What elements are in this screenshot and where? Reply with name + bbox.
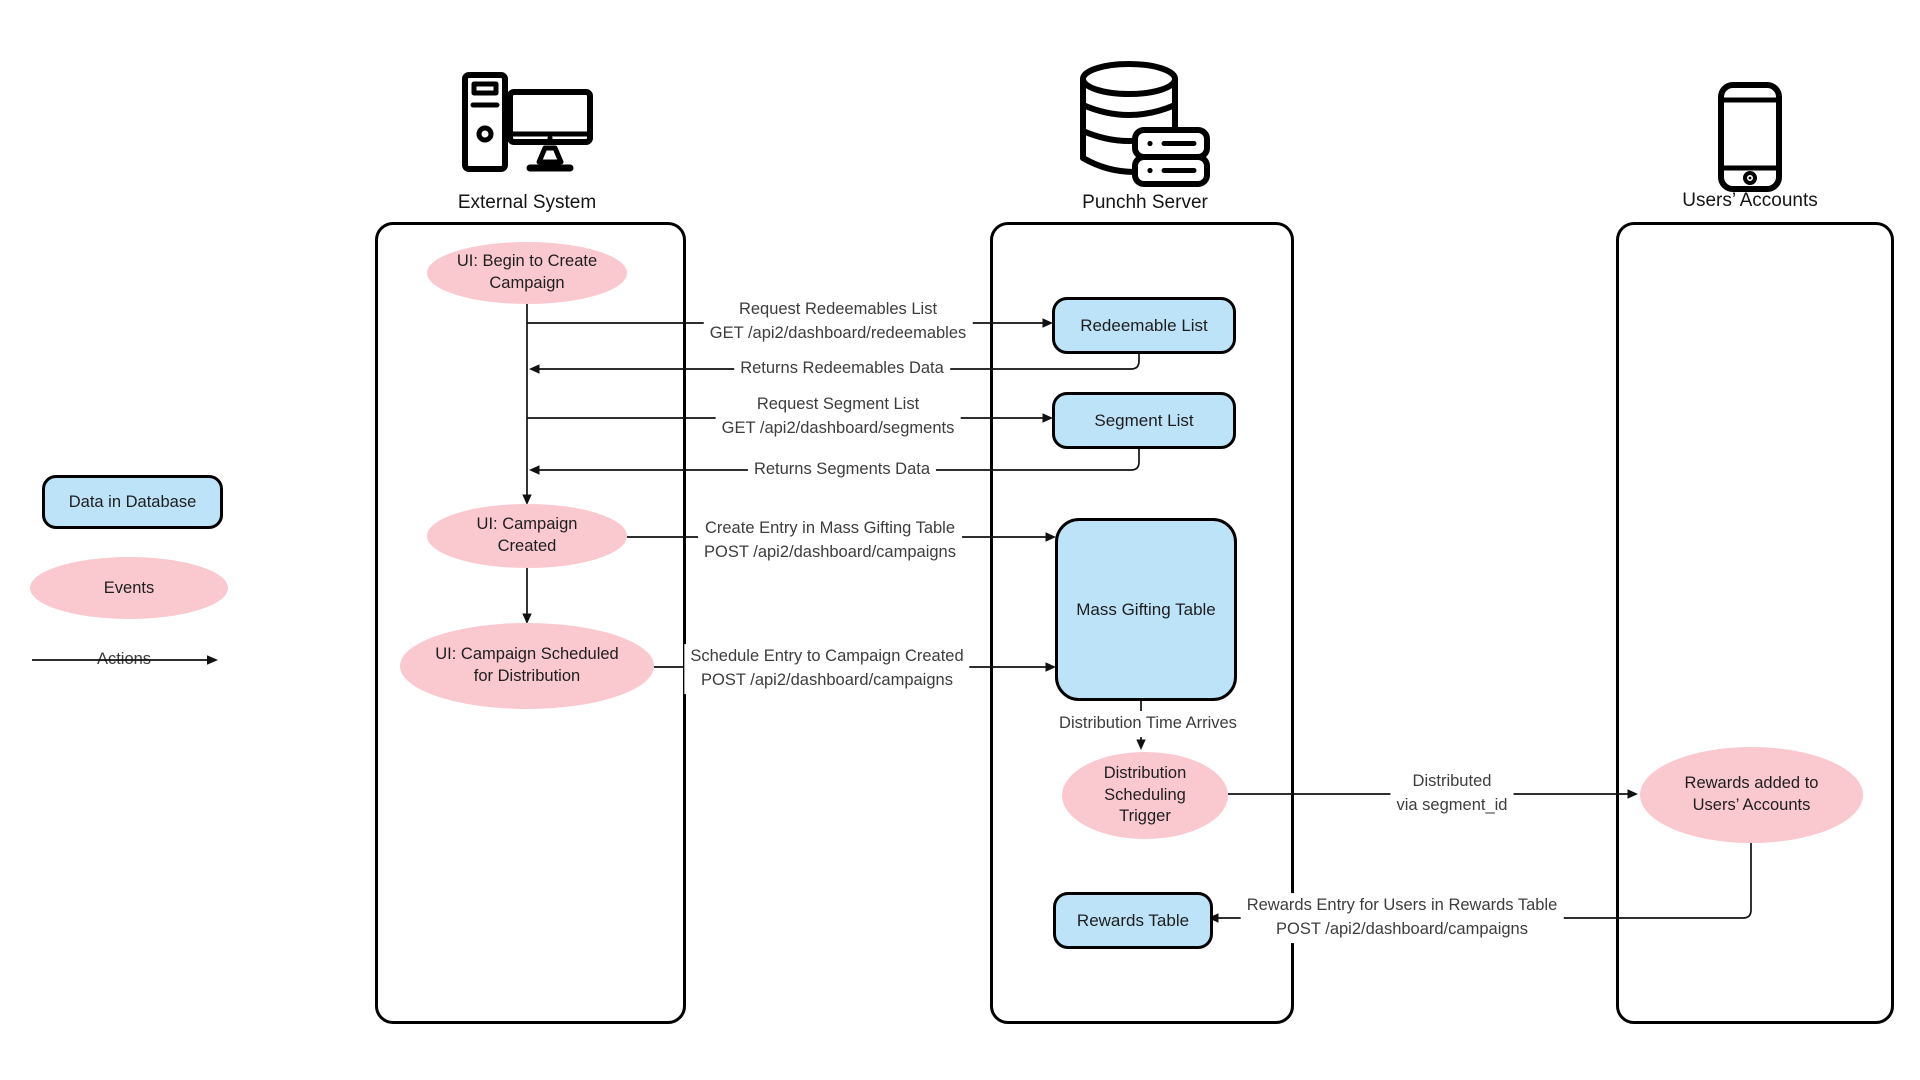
database-server-icon xyxy=(1080,61,1210,187)
datastore-segment-list: Segment List xyxy=(1052,392,1236,449)
edge-label-returns-redeemables: Returns Redeemables Data xyxy=(734,356,950,382)
column-header-users-accounts: Users’ Accounts xyxy=(1682,190,1818,211)
column-header-punchh-server: Punchh Server xyxy=(1082,192,1208,213)
legend-data-in-database-shape: Data in Database xyxy=(42,475,223,529)
datastore-rewards-table: Rewards Table xyxy=(1053,892,1213,949)
datastore-redeemable-list: Redeemable List xyxy=(1052,297,1236,354)
event-ui-begin-create-campaign: UI: Begin to Create Campaign xyxy=(427,242,627,304)
edge-label-request-redeemables: Request Redeemables List GET /api2/dashb… xyxy=(703,297,973,347)
edge-label-returns-segments: Returns Segments Data xyxy=(747,457,937,483)
datastore-mass-gifting-table: Mass Gifting Table xyxy=(1055,518,1237,701)
edge-label-distributed: Distributed via segment_id xyxy=(1390,769,1514,819)
legend-events-shape: Events xyxy=(30,557,228,619)
legend-data-in-database-label: Data in Database xyxy=(68,492,197,511)
event-distribution-scheduling-trigger: Distribution Scheduling Trigger xyxy=(1062,752,1228,839)
event-rewards-added-to-users-accounts: Rewards added to Users’ Accounts xyxy=(1640,747,1863,843)
edge-label-rewards-entry: Rewards Entry for Users in Rewards Table… xyxy=(1240,893,1564,943)
edge-label-create-entry: Create Entry in Mass Gifting Table POST … xyxy=(698,516,962,566)
edge-label-schedule-entry: Schedule Entry to Campaign Created POST … xyxy=(684,644,970,694)
legend-events-label: Events xyxy=(103,578,155,597)
smartphone-icon xyxy=(1718,82,1782,192)
computer-icon xyxy=(462,72,593,172)
legend-actions-label: Actions xyxy=(90,647,158,673)
lane-users-accounts xyxy=(1616,222,1894,1024)
event-ui-campaign-created: UI: Campaign Created xyxy=(427,504,627,568)
column-header-external-system: External System xyxy=(457,192,597,213)
edge-label-request-segments: Request Segment List GET /api2/dashboard… xyxy=(715,392,961,442)
event-ui-campaign-scheduled: UI: Campaign Scheduled for Distribution xyxy=(400,623,654,709)
edge-label-distribution-time: Distribution Time Arrives xyxy=(1053,711,1243,737)
